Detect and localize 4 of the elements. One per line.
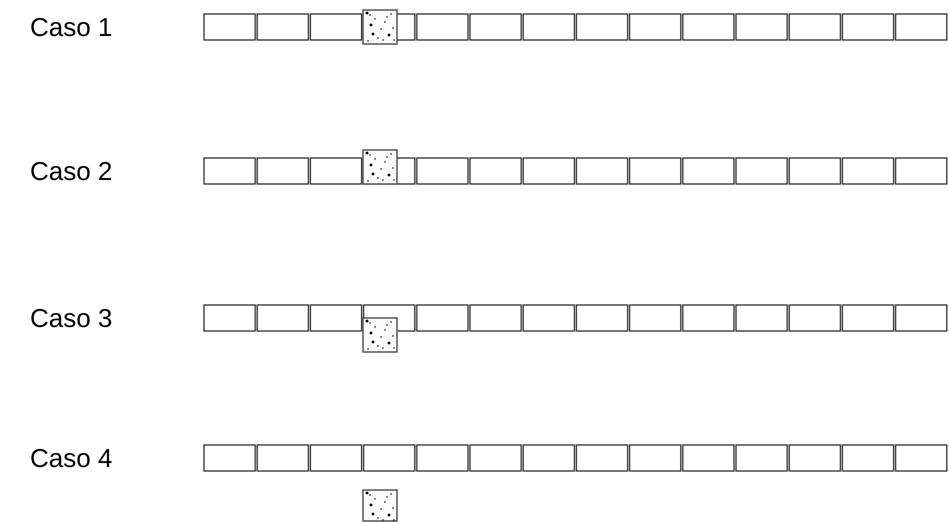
case-label: Caso 3 [30, 303, 112, 333]
case-label: Caso 2 [30, 156, 112, 186]
case-label: Caso 4 [30, 443, 112, 473]
case-label: Caso 1 [30, 12, 112, 42]
